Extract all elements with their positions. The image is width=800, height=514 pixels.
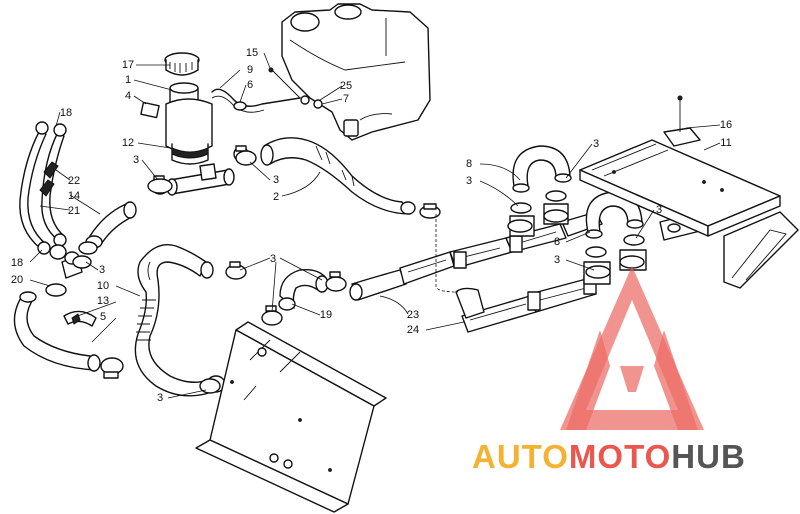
callout-label: 7: [343, 93, 349, 105]
callout-label: 16: [720, 119, 732, 131]
callout-label: 9: [247, 64, 253, 76]
tunnel-plate-11: [579, 95, 799, 289]
callout-label: 3: [133, 154, 139, 166]
callout-label: 3: [273, 174, 279, 186]
callout-label: 15: [246, 47, 258, 59]
callout-label: 23: [407, 309, 419, 321]
bypass-hoses: [19, 121, 67, 255]
callout-label: 13: [97, 295, 109, 307]
callout-label: 3: [270, 253, 276, 265]
filler-neck-assembly: [140, 52, 249, 196]
watermark-brand-text: AUTOMOTOHUB: [472, 438, 746, 475]
watermark-brand-hub: HUB: [671, 438, 746, 475]
callout-label: 20: [11, 274, 23, 286]
coolant-tank: [281, 3, 431, 141]
callout-label: 8: [554, 236, 560, 248]
callout-label: 11: [720, 137, 731, 149]
heat-exchanger-lower: [455, 275, 597, 333]
hose-19: [261, 268, 347, 326]
callout-label: 21: [68, 205, 80, 217]
fittings-left: [45, 244, 83, 297]
bracket-panel: [195, 321, 387, 513]
callout-label: 22: [68, 175, 80, 187]
callout-label: 3: [466, 175, 472, 187]
hose-5: [13, 291, 124, 379]
callout-label: 17: [122, 59, 134, 71]
callout-label: 3: [554, 254, 560, 266]
callout-label: 3: [99, 264, 105, 276]
hose-2: [260, 137, 441, 219]
callout-label: 1: [125, 74, 131, 86]
callout-label: 4: [125, 90, 131, 102]
callout-label: 19: [320, 309, 332, 321]
callout-label: 6: [247, 79, 253, 91]
watermark-brand-moto: MOTO: [569, 438, 671, 475]
callout-label: 24: [407, 324, 419, 336]
callout-label: 14: [68, 190, 80, 202]
callout-label: 3: [656, 204, 662, 216]
callout-label: 3: [157, 392, 163, 404]
watermark-brand-auto: AUTO: [472, 438, 569, 475]
pipe-23: [349, 269, 407, 301]
callout-label: 12: [122, 137, 134, 149]
callout-label: 18: [60, 107, 72, 119]
callout-label: 18: [11, 257, 23, 269]
hose-clamps: [72, 150, 645, 279]
hose-14: [78, 201, 137, 255]
callout-label: 2: [273, 191, 279, 203]
callout-label: 25: [340, 80, 352, 92]
heat-exchanger-upper: [399, 211, 603, 285]
callout-label: 3: [593, 138, 599, 150]
callout-label: 10: [97, 280, 109, 292]
callout-label: 5: [100, 311, 106, 323]
callout-label: 8: [466, 158, 472, 170]
leader-lines: [29, 52, 721, 399]
watermark-logo: [560, 266, 704, 430]
svg-text:AUTOMOTOHUB: AUTOMOTOHUB: [472, 438, 746, 475]
